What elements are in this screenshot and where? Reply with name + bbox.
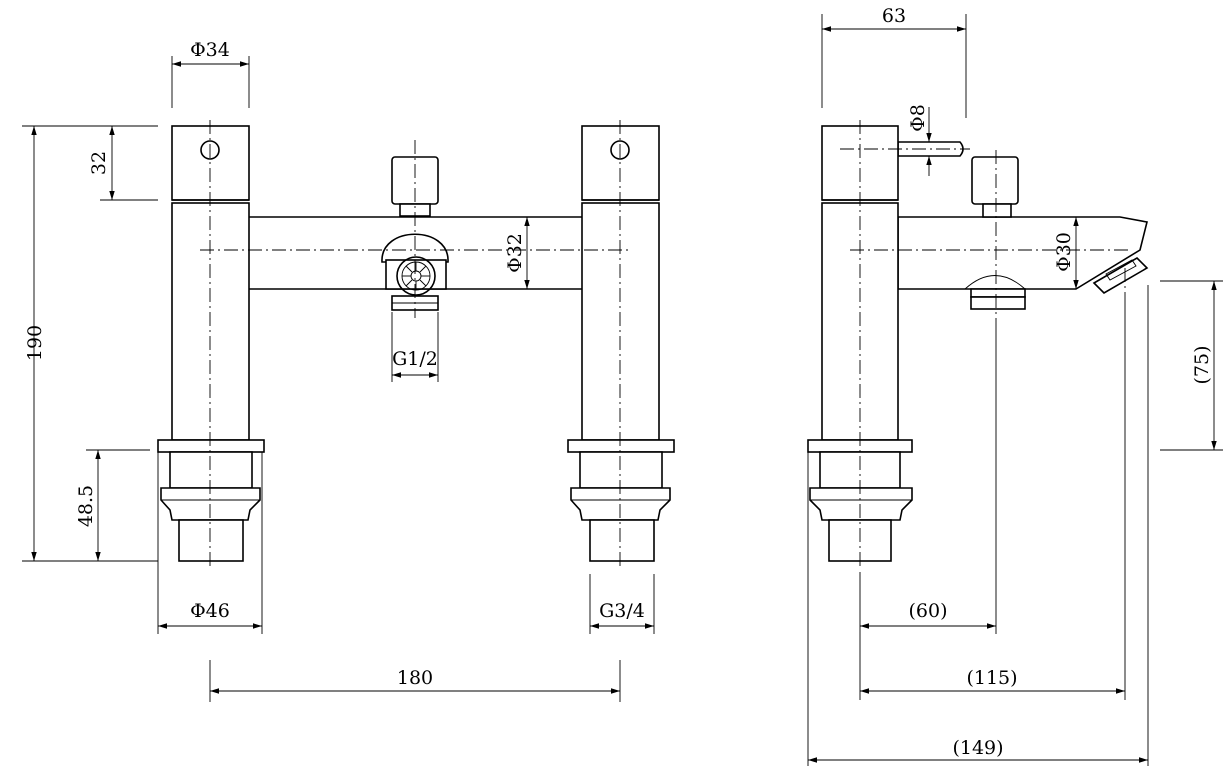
dim-centres: 180 [397,667,433,689]
spout-aerator [1092,256,1149,295]
dim-spout-height: (75) [1191,345,1213,384]
dim-to-outlet: (60) [908,600,947,622]
dim-shower-outlet: G1/2 [392,348,438,370]
front-diverter [381,156,449,311]
dim-depth-top: 63 [882,5,906,27]
dim-body-dia: Φ32 [504,233,526,273]
dim-lever-dia: Φ8 [907,104,929,132]
dim-inlet-thread: G3/4 [599,600,645,622]
dim-handle-height: 32 [88,151,110,175]
dim-to-spout: (115) [966,667,1017,689]
dim-base-height: 48.5 [75,485,97,527]
dim-overall-height: 190 [24,325,46,361]
side-view: 63 Φ8 Φ30 (75) (60) (115) (149) [807,5,1223,766]
left-handle-indicator-icon [200,140,220,160]
right-handle-indicator-icon [610,140,630,160]
left-pillar [157,125,265,562]
right-pillar [567,125,675,562]
dim-overall-depth: (149) [952,737,1003,759]
dim-base-dia: Φ46 [190,600,230,622]
dim-handle-dia: Φ34 [190,39,230,61]
shower-outlet-icon [396,256,436,296]
front-view: Φ34 190 32 48.5 Φ32 G1/2 Φ46 G3/4 [22,39,675,702]
dim-spout-dia: Φ30 [1053,232,1075,272]
